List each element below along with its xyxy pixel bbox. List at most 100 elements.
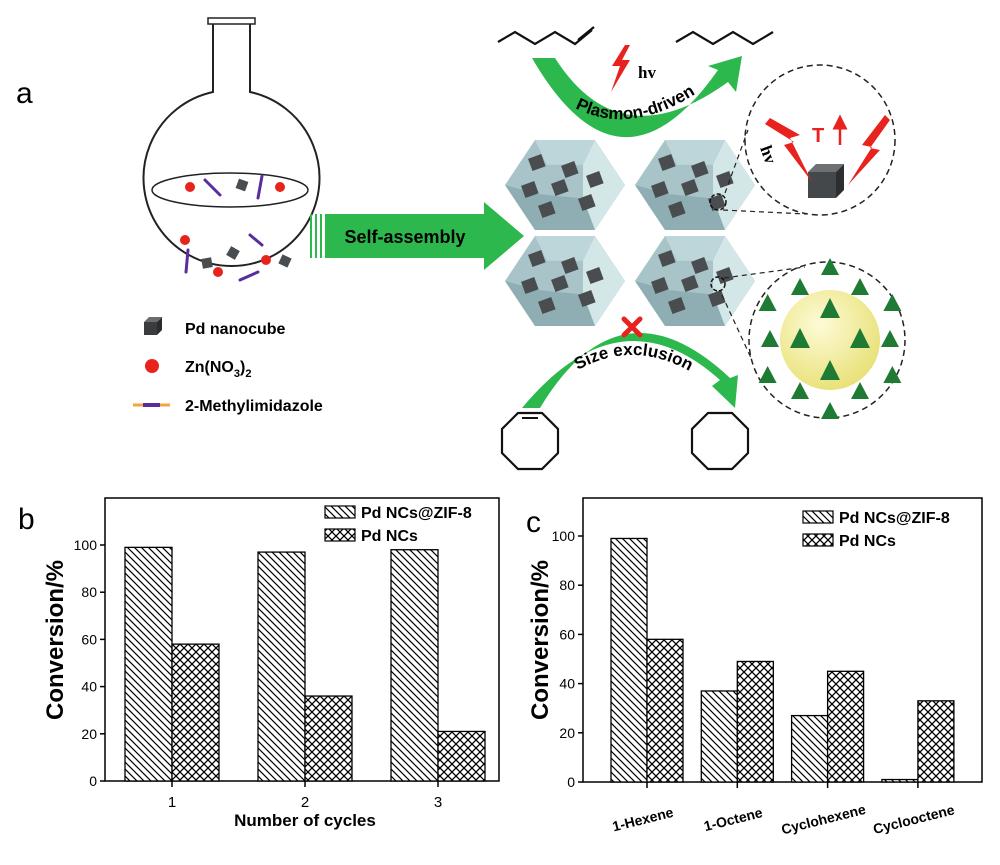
zn-tetrahedron bbox=[850, 328, 870, 348]
x-tick-label: 1 bbox=[168, 794, 176, 811]
zn-tetrahedron bbox=[761, 330, 779, 347]
y-axis-label: Conversion/% bbox=[527, 560, 554, 720]
bar-pd-ncs-zif-8-1 bbox=[124, 546, 173, 782]
round-bottom-flask bbox=[142, 17, 321, 282]
zn-tetrahedron bbox=[820, 298, 840, 318]
panel-label-c: c bbox=[526, 506, 541, 539]
bar-pd-ncs-2 bbox=[304, 695, 353, 782]
pd-nanocube bbox=[538, 201, 556, 219]
legend-label: Pd NCs bbox=[839, 533, 896, 550]
plasmon-driven-arrow: Plasmon-driven bbox=[532, 56, 742, 138]
zoom-inset-zif8-cage bbox=[710, 258, 906, 419]
zn-tetrahedron bbox=[821, 258, 839, 275]
pd-nanocube bbox=[716, 171, 734, 189]
hexane-molecule bbox=[675, 30, 774, 46]
zn-nitrate-dot-icon bbox=[145, 359, 159, 373]
size-exclusion-arrow: Size exclusion bbox=[522, 333, 738, 408]
pd-nanocube bbox=[521, 277, 539, 295]
lightning-icon bbox=[848, 115, 890, 185]
y-tick-label: 40 bbox=[559, 676, 575, 692]
pd-nanocube bbox=[681, 179, 699, 197]
bar-pd-ncs-cyclohexene bbox=[826, 670, 865, 783]
bar-pd-ncs-cyclooctene bbox=[917, 700, 955, 783]
zn-tetrahedron bbox=[790, 328, 810, 348]
lightning-icon bbox=[611, 45, 630, 92]
pd-nanocube bbox=[561, 161, 579, 179]
pd-nanocube bbox=[668, 297, 686, 315]
cyclooctene-molecule bbox=[500, 411, 560, 471]
chart-legend: Pd NCs@ZIF-8Pd NCs bbox=[324, 505, 472, 545]
zn-tetrahedron bbox=[883, 366, 902, 383]
zn-tetrahedron bbox=[758, 294, 777, 311]
zif8-crystal bbox=[505, 140, 625, 230]
pd-nanocube bbox=[716, 267, 734, 285]
legend-zn-nitrate: Zn(NO3)2 bbox=[185, 359, 251, 380]
zif8-crystal bbox=[505, 236, 625, 326]
self-assembly-label: Self-assembly bbox=[344, 227, 465, 247]
bar-pd-ncs-zif-8-1-hexene bbox=[610, 537, 648, 783]
pd-nanocube bbox=[528, 154, 546, 172]
zn-tetrahedron bbox=[851, 381, 869, 399]
lightning-icon bbox=[765, 118, 812, 182]
zn-tetrahedron bbox=[791, 381, 809, 399]
legend-swatch bbox=[802, 510, 834, 524]
chart-legend: Pd NCs@ZIF-8 Pd NCs bbox=[802, 510, 950, 550]
bar-pd-ncs-zif-8-2 bbox=[257, 551, 306, 782]
x-tick-label: 3 bbox=[434, 794, 442, 811]
legend-methylimidazole: 2-Methylimidazole bbox=[185, 398, 323, 415]
hexene-molecule bbox=[497, 26, 595, 46]
pd-nanocube bbox=[691, 161, 709, 179]
y-tick-label: 80 bbox=[559, 577, 575, 593]
legend-swatch bbox=[324, 528, 356, 542]
x-tick-label: 2 bbox=[301, 794, 309, 811]
plasmon-driven-label: Plasmon-driven bbox=[573, 81, 697, 123]
pd-nanocube bbox=[521, 181, 539, 199]
pd-nanocube bbox=[528, 250, 546, 268]
y-tick-label: 0 bbox=[567, 774, 575, 790]
y-tick-label: 20 bbox=[81, 726, 97, 742]
zn-tetrahedron bbox=[883, 294, 902, 311]
zif8-crystal bbox=[635, 236, 755, 326]
pd-nanocube bbox=[658, 250, 676, 268]
y-tick-label: 100 bbox=[74, 537, 98, 553]
cyclooctane-molecule bbox=[690, 411, 750, 471]
zn-tetrahedron bbox=[881, 330, 899, 347]
pd-cube-icon bbox=[808, 164, 844, 198]
y-tick-label: 60 bbox=[559, 626, 575, 642]
bar-pd-ncs-1-hexene bbox=[646, 638, 684, 783]
zn-tetrahedron bbox=[791, 278, 809, 296]
bar-pd-ncs-1 bbox=[171, 643, 220, 782]
pd-nanocube-icon bbox=[144, 317, 162, 335]
x-axis-label: Number of cycles bbox=[234, 811, 376, 830]
pd-nanocube bbox=[668, 201, 686, 219]
legend-swatch bbox=[802, 533, 834, 547]
temperature-label: T bbox=[812, 125, 824, 147]
pd-nanocube bbox=[586, 171, 604, 189]
panel-label-b: b bbox=[18, 503, 35, 536]
pd-nanocube bbox=[551, 275, 569, 293]
pd-nanocube bbox=[538, 297, 556, 315]
zn-tetrahedron bbox=[820, 360, 840, 380]
pd-nanocube bbox=[651, 277, 669, 295]
self-assembly-arrow: Self-assembly bbox=[310, 202, 524, 270]
legend-label: Pd NCs bbox=[361, 528, 418, 545]
legend-pd-nanocube: Pd nanocube bbox=[185, 321, 286, 338]
blocked-x-icon bbox=[621, 316, 643, 338]
legend-label: Pd NCs@ZIF-8 bbox=[839, 510, 950, 527]
zif8-crystals bbox=[505, 140, 755, 326]
pd-nanocube bbox=[708, 290, 726, 308]
zn-tetrahedron bbox=[821, 402, 839, 419]
hv-label-inset: hv bbox=[756, 143, 780, 167]
y-tick-label: 40 bbox=[81, 679, 97, 695]
pd-nanocube bbox=[561, 257, 579, 275]
pd-nanocube bbox=[691, 257, 709, 275]
pd-nanocube bbox=[551, 179, 569, 197]
pd-nanocube bbox=[681, 275, 699, 293]
hv-label: hv bbox=[638, 63, 656, 82]
zif8-crystal bbox=[635, 140, 755, 230]
x-tick-label: 1-Octene bbox=[702, 804, 764, 834]
y-tick-label: 100 bbox=[552, 528, 576, 544]
zoom-inset-plasmon: T hv bbox=[709, 64, 896, 216]
bar-pd-ncs-zif-8-1-octene bbox=[700, 690, 738, 783]
